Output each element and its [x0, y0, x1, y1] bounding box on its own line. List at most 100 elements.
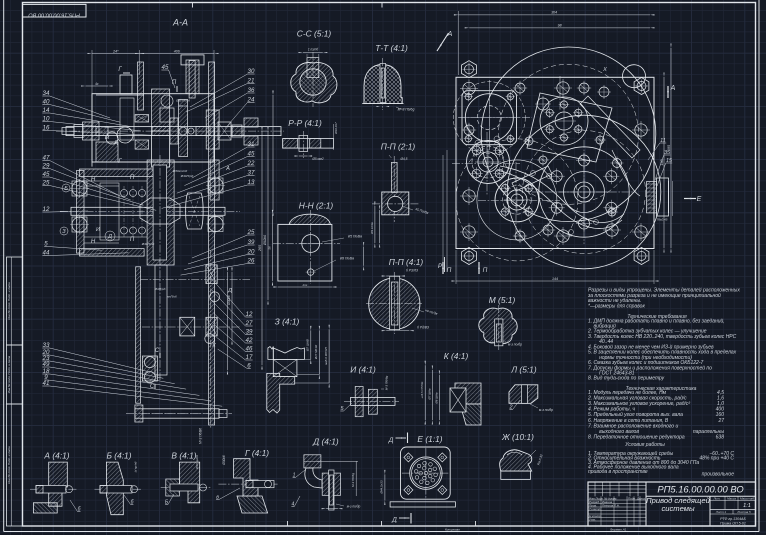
svg-text:Б: Б — [64, 186, 68, 192]
svg-text:1. Модуль передачи не более, Н: 1. Модуль передачи не более, Нм — [588, 390, 667, 396]
svg-text:304: 304 — [551, 11, 557, 15]
svg-text:за плоскостями разреза и не им: за плоскостями разреза и не имеющие прин… — [587, 292, 721, 299]
svg-text:системы: системы — [661, 504, 694, 513]
svg-text:Привод следящей: Привод следящей — [646, 496, 710, 505]
svg-text:14: 14 — [43, 107, 50, 114]
svg-text:144: 144 — [552, 277, 558, 281]
svg-text:35: 35 — [664, 150, 671, 156]
svg-text:Формат А1: Формат А1 — [610, 527, 627, 531]
svg-text:6. Напряжение в сети питания,: 6. Напряжение в сети питания, В — [588, 418, 669, 424]
svg-text:1 пз/пб: 1 пз/пб — [308, 48, 319, 52]
svg-text:638: 638 — [716, 435, 725, 441]
svg-text:А (4:1): А (4:1) — [43, 451, 69, 461]
svg-text:3. Максимальное угловое ускоре: 3. Максимальное угловое ускорение, рад/с… — [588, 401, 690, 407]
svg-text:1: 1 — [293, 472, 296, 478]
svg-text:2: 2 — [508, 404, 512, 410]
svg-text:произвольное: произвольное — [702, 472, 735, 478]
svg-text:27: 27 — [717, 418, 724, 424]
svg-text:*—размеры для справок: *—размеры для справок — [588, 303, 645, 309]
svg-text:5: 5 — [340, 406, 344, 412]
svg-text:1,0: 1,0 — [717, 401, 724, 407]
svg-text:6. Смазка зубьев колес и подши: 6. Смазка зубьев колес и подшипников ОКБ… — [588, 360, 703, 366]
svg-text:Д: Д — [107, 234, 112, 240]
svg-text:Е: Е — [697, 196, 702, 203]
svg-text:45 По/Вв: 45 По/Вв — [415, 207, 429, 215]
svg-text:Пров.: Пров. — [589, 504, 597, 508]
svg-text:265: 265 — [258, 245, 262, 252]
svg-text:2. Максимальная угловая скорос: 2. Максимальная угловая скорость, рад/с — [587, 395, 687, 401]
svg-text:15: 15 — [666, 158, 673, 164]
svg-text:Подп. Дата: Подп. Дата — [628, 496, 645, 500]
svg-text:Ø7 Ш/дв: Ø7 Ш/дв — [427, 388, 431, 400]
svg-text:Л (5:1): Л (5:1) — [510, 365, 536, 375]
svg-text:16: 16 — [43, 124, 50, 131]
svg-text:40: 40 — [43, 98, 50, 105]
svg-text:С: С — [150, 384, 155, 390]
svg-text:Ø6 об: Ø6 об — [178, 104, 187, 108]
svg-text:X: X — [602, 67, 607, 73]
svg-text:вибраций: вибраций — [588, 323, 616, 330]
svg-text:Н: Н — [91, 177, 96, 183]
svg-text:98: 98 — [558, 24, 562, 28]
svg-text:13: 13 — [248, 179, 255, 186]
svg-text:б РЗ/ЛЗ: б РЗ/ЛЗ — [406, 269, 418, 273]
svg-text:7. Допуски формы и расположени: 7. Допуски формы и расположения поверхно… — [588, 364, 712, 371]
svg-text:П-П (4:1): П-П (4:1) — [389, 257, 424, 267]
svg-text:Условия работы: Условия работы — [625, 442, 665, 448]
svg-text:37: 37 — [248, 169, 255, 176]
svg-text:406: 406 — [174, 49, 180, 53]
svg-text:Разраб.: Разраб. — [589, 500, 600, 504]
svg-text:Р-Р (4:1): Р-Р (4:1) — [288, 118, 322, 128]
svg-text:Г (4:1): Г (4:1) — [245, 448, 269, 458]
svg-text:Ы кр/пб: Ы кр/пб — [134, 461, 138, 472]
svg-text:9: 9 — [44, 374, 48, 381]
svg-text:4,5: 4,5 — [717, 390, 724, 396]
svg-text:А: А — [225, 166, 230, 172]
svg-text:2. Относительная влажность: 2. Относительная влажность — [587, 456, 661, 462]
svg-text:привода в пространстве: привода в пространстве — [588, 469, 648, 475]
svg-text:Иванов: Иванов — [602, 500, 613, 504]
svg-text:2. Термообработка зубчатых кол: 2. Термообработка зубчатых колес — улучш… — [587, 329, 707, 335]
svg-text:Инв № подл. Подп. и дата: Инв № подл. Подп. и дата — [7, 355, 11, 393]
svg-text:Н.контр.: Н.контр. — [589, 514, 602, 518]
svg-text:К (4:1): К (4:1) — [444, 351, 469, 361]
svg-text:С: С — [155, 348, 160, 354]
svg-text:Д: Д — [227, 288, 232, 294]
svg-text:Е (1:1): Е (1:1) — [417, 434, 442, 444]
svg-text:Ø15 Н6/об: Ø15 Н6/об — [175, 99, 190, 103]
svg-text:М-3 П6/6g: М-3 П6/6g — [385, 375, 389, 390]
svg-text:39: 39 — [248, 239, 255, 246]
svg-text:П: П — [172, 80, 177, 86]
svg-text:Ø40П/рб: Ø40П/рб — [141, 242, 155, 246]
svg-text:А-А: А-А — [172, 18, 188, 28]
svg-text:Прима ОП 5-01: Прима ОП 5-01 — [720, 522, 746, 526]
svg-text:Д (4:1): Д (4:1) — [312, 437, 339, 447]
svg-text:48% при +40 С: 48% при +40 С — [699, 456, 734, 462]
svg-text:5. Предельный угол поворота вы: 5. Предельный угол поворота вых. вала — [588, 411, 683, 418]
svg-text:З: З — [62, 229, 66, 235]
svg-text:Ø30кт/об: Ø30кт/об — [172, 169, 188, 173]
svg-text:Ra 0.32: Ra 0.32 — [536, 454, 543, 466]
svg-text:Инв № подл. Подп. и дата: Инв № подл. Подп. и дата — [7, 282, 11, 320]
svg-text:мкП/об: мкП/об — [167, 295, 177, 299]
svg-text:1. Температура окружающей сред: 1. Температура окружающей среды — [588, 450, 673, 457]
svg-text:И5 По/Вв: И5 По/Вв — [348, 235, 362, 239]
svg-text:в: в — [216, 494, 219, 500]
svg-text:б: б — [131, 499, 134, 505]
svg-text:Ø4,5: Ø4,5 — [400, 157, 408, 161]
svg-text:М: М — [105, 135, 110, 141]
svg-text:РП5.16.00.00.00 ВО: РП5.16.00.00.00 ВО — [657, 484, 744, 495]
svg-text:4. Рабочее положение выходного: 4. Рабочее положение выходного вала — [588, 464, 679, 470]
svg-text:А: А — [447, 31, 453, 38]
svg-text:Разрезы и виды упрощены. Элеме: Разрезы и виды упрощены. Элементы детале… — [588, 287, 740, 294]
svg-text:Ø3 10/дв: Ø3 10/дв — [370, 222, 374, 235]
svg-text:1,6: 1,6 — [717, 395, 724, 401]
svg-text:Ø7 Ш/дВ: Ø7 Ш/дВ — [306, 339, 310, 352]
svg-text:нв по/дв: нв по/дв — [425, 308, 438, 316]
svg-text:160: 160 — [660, 160, 664, 166]
svg-text:Утв.: Утв. — [589, 518, 596, 522]
svg-text:Ø62k6: Ø62k6 — [263, 235, 267, 246]
svg-text:6: 6 — [247, 362, 251, 369]
svg-text:Ж (10:1): Ж (10:1) — [501, 432, 534, 442]
svg-text:20: 20 — [247, 248, 255, 255]
